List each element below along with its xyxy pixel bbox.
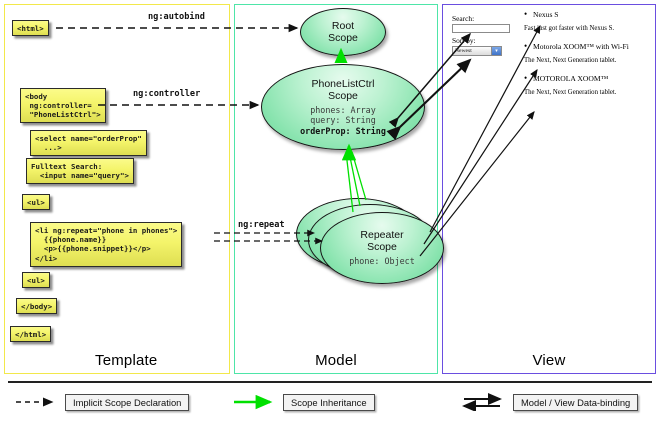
panel-view-label: View	[532, 352, 566, 369]
code-box-html-open: <html>	[12, 20, 49, 37]
legend: Implicit Scope Declaration Scope Inherit…	[0, 381, 660, 421]
code-box-search-input: Fulltext Search: <input name="query">	[26, 158, 134, 184]
sort-select-value: Newest	[455, 48, 472, 54]
scope-props-orderprop: orderProp: String	[300, 125, 386, 136]
scope-phonelistctrl: PhoneListCtrl Scope phones: Array query:…	[261, 64, 425, 150]
double-arrow-icon	[462, 393, 502, 411]
code-box-ul-open: <ul>	[22, 194, 50, 211]
scope-props-normal: phones: Array query: String	[310, 105, 376, 126]
scope-root-title-line2: Scope	[328, 32, 358, 44]
list-item: MOTOROLA XOOM™ The Next, Next Generation…	[524, 73, 652, 97]
phone-name[interactable]: Nexus S	[524, 9, 652, 20]
phone-snippet: Fast just got faster with Nexus S.	[524, 25, 615, 32]
list-item: Nexus S Fast just got faster with Nexus …	[524, 9, 652, 33]
code-box-body-close: </body>	[16, 298, 58, 315]
edge-label-autobind: ng:autobind	[148, 12, 205, 22]
edge-label-repeat: ng:repeat	[238, 220, 285, 230]
panel-model-label: Model	[315, 352, 357, 369]
code-box-body-open: <body ng:controller= "PhoneListCtrl">	[20, 88, 106, 124]
scope-phonelistctrl-title-line2: Scope	[328, 90, 358, 103]
dashed-arrow-icon	[16, 397, 54, 407]
search-input[interactable]	[452, 24, 510, 33]
legend-label-databinding: Model / View Data-binding	[513, 393, 639, 411]
legend-item-implicit: Implicit Scope Declaration	[14, 393, 190, 411]
scope-phonelistctrl-props: phones: Array query: String orderProp: S…	[300, 105, 386, 136]
code-box-html-close: </html>	[10, 326, 52, 343]
scope-repeater-title-line1: Repeater	[360, 229, 404, 242]
green-arrow-icon	[234, 394, 273, 410]
phone-name[interactable]: Motorola XOOM™ with Wi-Fi	[524, 41, 652, 52]
scope-repeater-props: phone: Object	[349, 256, 415, 267]
phone-name[interactable]: MOTOROLA XOOM™	[524, 73, 652, 84]
view-form: Search: Sort by: Newest ▾	[452, 14, 514, 56]
phone-list: Nexus S Fast just got faster with Nexus …	[524, 9, 652, 106]
panel-template: Template	[4, 4, 230, 374]
code-box-li-repeat: <li ng:repeat="phone in phones"> {{phone…	[30, 222, 183, 267]
chevron-down-icon: ▾	[491, 47, 501, 55]
scope-root-title-line1: Root	[331, 20, 355, 32]
legend-divider	[8, 381, 652, 383]
scope-phonelistctrl-title: PhoneListCtrl Scope	[311, 78, 374, 102]
code-box-ul-close: <ul>	[22, 272, 50, 289]
legend-item-inheritance: Scope Inheritance	[232, 393, 375, 411]
code-box-select: <select name="orderProp" ...>	[30, 130, 147, 156]
scope-phonelistctrl-title-line1: PhoneListCtrl	[311, 78, 375, 91]
scope-repeater-title: Repeater Scope	[360, 229, 403, 253]
panel-template-label: Template	[95, 352, 158, 369]
scope-root-title: Root Scope	[328, 20, 358, 44]
sort-label: Sort by:	[452, 36, 476, 45]
search-label: Search:	[452, 14, 475, 23]
panel-model: Model	[234, 4, 438, 374]
legend-item-databinding: Model / View Data-binding	[462, 393, 639, 411]
phone-snippet: The Next, Next Generation tablet.	[524, 57, 617, 64]
sort-select[interactable]: Newest ▾	[452, 46, 502, 56]
edge-label-controller: ng:controller	[133, 89, 201, 99]
scope-repeater-title-line2: Scope	[367, 241, 397, 254]
scope-root: Root Scope	[300, 8, 386, 56]
legend-label-inheritance: Scope Inheritance	[283, 393, 375, 411]
scope-repeater: Repeater Scope phone: Object	[320, 212, 444, 284]
legend-label-implicit: Implicit Scope Declaration	[65, 393, 190, 411]
phone-snippet: The Next, Next Generation tablet.	[524, 89, 617, 96]
list-item: Motorola XOOM™ with Wi-Fi The Next, Next…	[524, 41, 652, 65]
